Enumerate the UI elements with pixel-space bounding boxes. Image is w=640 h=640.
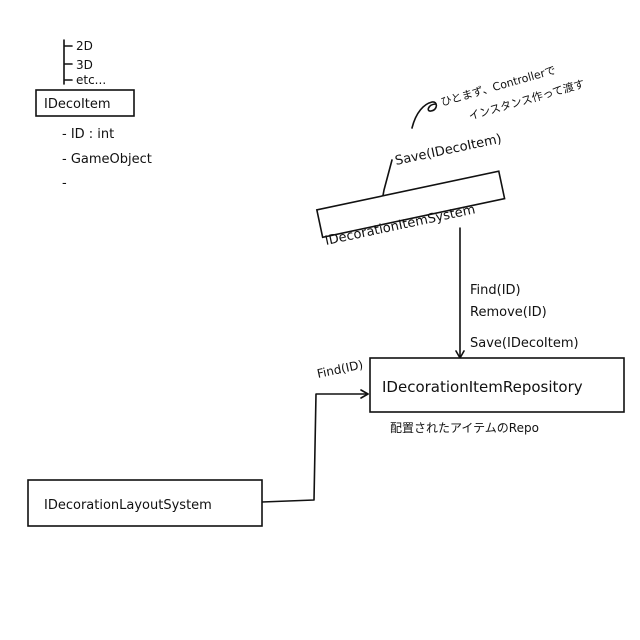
layout-box-label: IDecorationLayoutSystem (44, 498, 212, 513)
repo-method-remove: Remove(ID) (470, 305, 547, 320)
interface-field-id: - ID : int (62, 127, 114, 142)
type-list: 2D 3D etc... (63, 39, 106, 87)
interface-fields: - ID : int - GameObject - (62, 127, 152, 191)
repo-method-find: Find(ID) (470, 283, 521, 298)
interface-box-label: IDecoItem (44, 97, 111, 112)
system-node: IDecorationItemSystem (315, 170, 506, 249)
type-list-bracket (63, 39, 73, 85)
system-to-repo-edge: Find(ID) Remove(ID) Save(IDecoItem) (455, 227, 579, 359)
layout-to-repo-edge: Find(ID) (261, 358, 369, 503)
system-box (315, 170, 506, 239)
interface-field-empty: - (62, 176, 67, 191)
interface-field-gameobject: - GameObject (62, 152, 152, 167)
type-list-item-3d: 3D (76, 58, 93, 72)
type-list-item-etc: etc... (76, 73, 106, 87)
repository-caption: 配置されたアイテムのRepo (390, 421, 539, 435)
repository-box-label: IDecorationItemRepository (382, 378, 583, 396)
interface-node: IDecoItem (35, 89, 135, 117)
note-curl-arrow (411, 101, 438, 129)
repository-node: IDecorationItemRepository 配置されたアイテムのRepo (369, 357, 625, 435)
type-list-item-2d: 2D (76, 39, 93, 53)
interface-box (35, 89, 135, 117)
layout-node: IDecorationLayoutSystem (27, 479, 263, 527)
repository-box (369, 357, 625, 413)
save-link-label: Save(IDecoItem) (394, 132, 503, 169)
note: ひとまず、Controllerで インスタンス作って渡す (411, 64, 586, 129)
layout-box (27, 479, 263, 527)
layout-to-repo-arrow (261, 389, 369, 503)
layout-find-label: Find(ID) (316, 358, 365, 381)
repo-method-save: Save(IDecoItem) (470, 336, 579, 351)
